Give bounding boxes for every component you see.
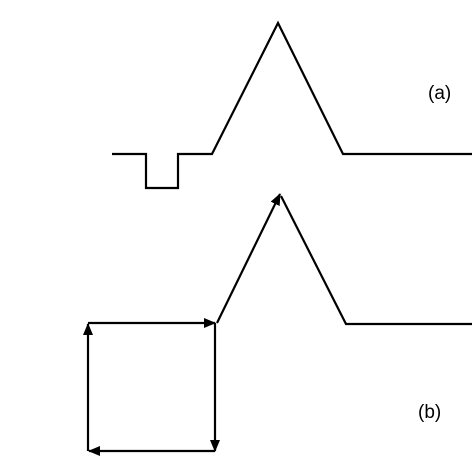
waveform-a xyxy=(112,20,472,190)
waveform-b-tail xyxy=(280,195,472,326)
label-a: (a) xyxy=(428,83,451,104)
label-b: (b) xyxy=(418,402,441,423)
waveform-b xyxy=(83,193,472,456)
waveform-a-path xyxy=(112,20,472,190)
arrow-diagonal-up xyxy=(216,193,281,324)
